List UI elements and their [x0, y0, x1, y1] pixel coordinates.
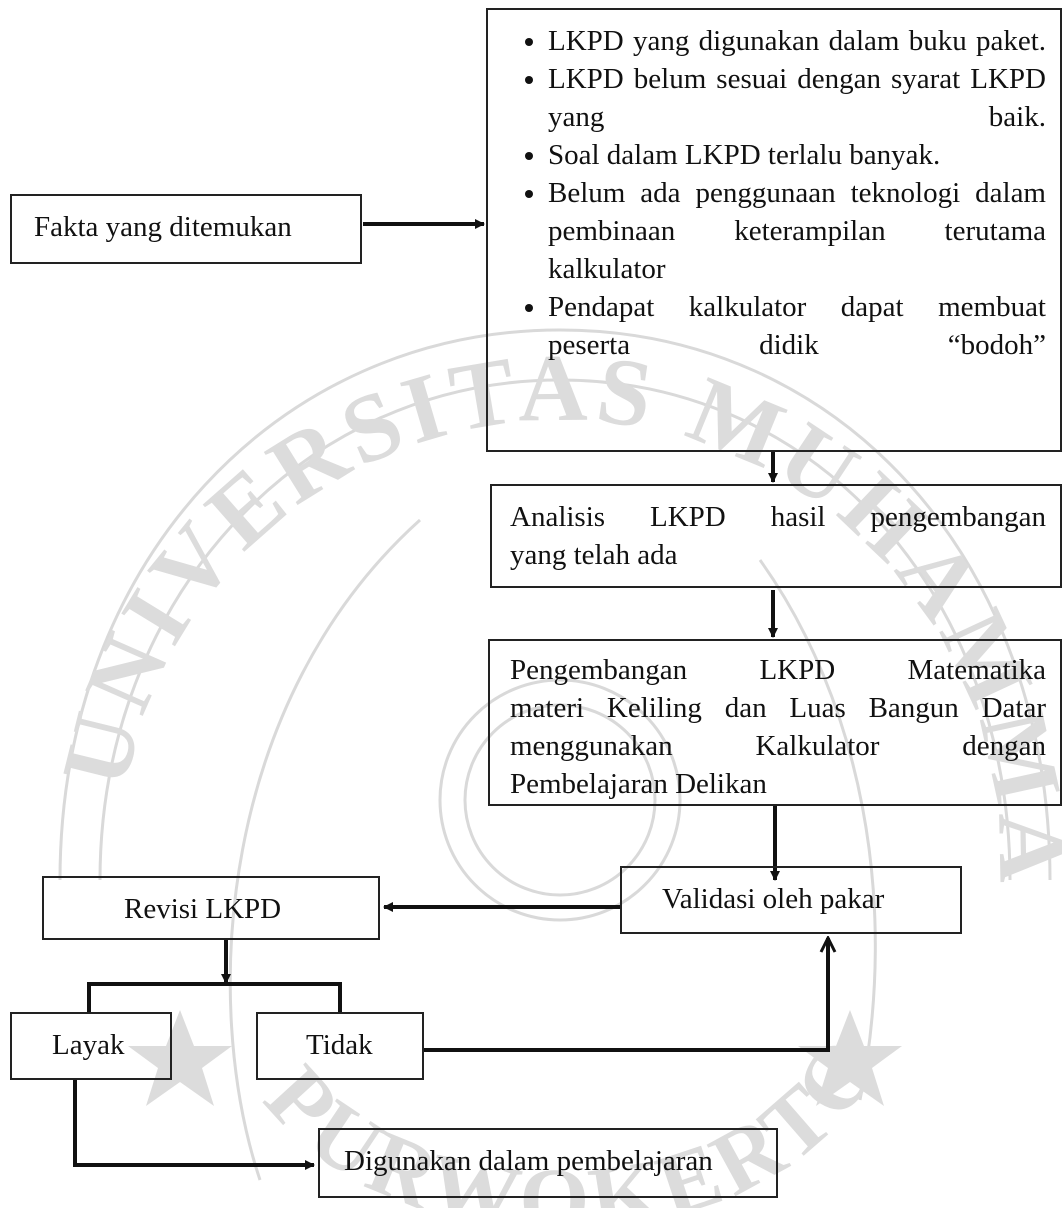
- decision-branch-line: [87, 982, 342, 1012]
- development-line-1: Pengembangan LKPD Matematika: [510, 654, 1046, 686]
- development-box: Pengembangan LKPD Matematika materi Keli…: [488, 639, 1062, 806]
- development-line-3: menggunakan Kalkulator dengan: [510, 730, 1046, 762]
- feasible-label: Layak: [52, 1029, 125, 1061]
- used-in-learning-label: Digunakan dalam pembelajaran: [344, 1145, 713, 1177]
- not-feasible-box: Tidak: [256, 1012, 424, 1080]
- analysis-line-1: Analisis LKPD hasil pengembangan: [510, 501, 1046, 533]
- revision-label: Revisi LKPD: [124, 893, 282, 925]
- found-facts-box: Fakta yang ditemukan: [10, 194, 362, 264]
- fact-item: Pendapat kalkulator dapat membuat pesert…: [548, 288, 1046, 364]
- found-facts-label: Fakta yang ditemukan: [34, 211, 292, 243]
- feasible-box: Layak: [10, 1012, 172, 1080]
- development-line-4: Pembelajaran Delikan: [510, 768, 767, 800]
- fact-item: Belum ada penggunaan teknologi dalam pem…: [548, 174, 1046, 288]
- analysis-line-2: yang telah ada: [510, 539, 678, 571]
- development-line-2: materi Keliling dan Luas Bangun Datar: [510, 692, 1046, 724]
- used-in-learning-box: Digunakan dalam pembelajaran: [318, 1128, 778, 1198]
- fact-item: LKPD yang digunakan dalam buku paket.: [548, 22, 1046, 60]
- arrow-feasible-to-used: [73, 1080, 315, 1170]
- revision-box: Revisi LKPD: [42, 876, 380, 940]
- analysis-box: Analisis LKPD hasil pengembangan yang te…: [490, 484, 1062, 588]
- fact-item: LKPD belum sesuai dengan syarat LKPD yan…: [548, 60, 1046, 136]
- arrow-notfeasible-to-validation: [424, 938, 828, 1052]
- validation-label: Validasi oleh pakar: [662, 883, 885, 915]
- facts-list-box: LKPD yang digunakan dalam buku paket. LK…: [486, 8, 1062, 452]
- validation-box: Validasi oleh pakar: [620, 866, 962, 934]
- facts-list: LKPD yang digunakan dalam buku paket. LK…: [512, 22, 1046, 364]
- not-feasible-label: Tidak: [306, 1029, 373, 1061]
- fact-item: Soal dalam LKPD terlalu banyak.: [548, 136, 1046, 174]
